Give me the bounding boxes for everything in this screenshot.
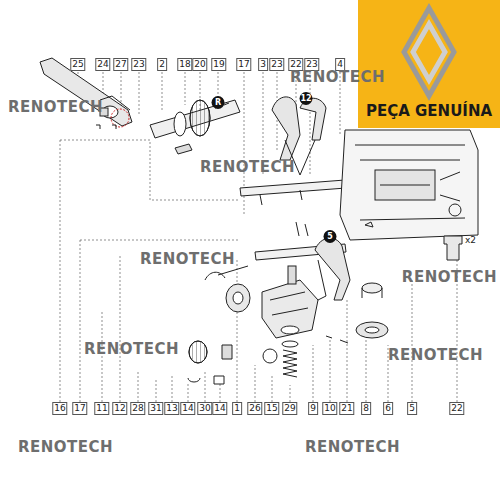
watermark: RENOTECH (140, 252, 235, 267)
callout-number: 21 (339, 402, 354, 415)
callout-number: 11 (94, 402, 109, 415)
callout-number: 23 (269, 58, 284, 71)
callout-badge: R (212, 96, 225, 109)
callout-number: 13 (164, 402, 179, 415)
brand-badge: PEÇA GENUÍNA (358, 0, 500, 128)
callout-number: 15 (264, 402, 279, 415)
watermark: RENOTECH (402, 270, 497, 285)
watermark: RENOTECH (18, 440, 113, 455)
watermark: RENOTECH (84, 342, 179, 357)
watermark: RENOTECH (305, 440, 400, 455)
callout-number: 20 (192, 58, 207, 71)
callout-number: 16 (52, 402, 67, 415)
watermark: RENOTECH (200, 160, 295, 175)
callout-number: 17 (72, 402, 87, 415)
callout-number: 3 (258, 58, 268, 71)
callout-number: 6 (383, 402, 393, 415)
callout-number: 31 (148, 402, 163, 415)
callout-number: 29 (282, 402, 297, 415)
badge-text: PEÇA GENUÍNA (358, 102, 500, 120)
callout-number: 8 (361, 402, 371, 415)
callout-number: 19 (211, 58, 226, 71)
callout-number: 17 (236, 58, 251, 71)
quantity-note: x2 (465, 236, 476, 245)
callout-badge: 5 (324, 230, 337, 243)
callout-number: 23 (131, 58, 146, 71)
watermark: RENOTECH (388, 348, 483, 363)
callout-number: 27 (113, 58, 128, 71)
callout-number: 14 (212, 402, 227, 415)
callout-number: 25 (70, 58, 85, 71)
callout-number: 12 (112, 402, 127, 415)
callout-number: 18 (177, 58, 192, 71)
callout-number: 2 (157, 58, 167, 71)
callout-number: 14 (180, 402, 195, 415)
callout-number: 9 (308, 402, 318, 415)
watermark: RENOTECH (290, 70, 385, 85)
callout-badge: 12 (300, 92, 313, 105)
callout-number: 24 (95, 58, 110, 71)
callout-number: 28 (130, 402, 145, 415)
callout-number: 5 (407, 402, 417, 415)
watermark: RENOTECH (8, 100, 103, 115)
callout-number: 22 (449, 402, 464, 415)
callout-number: 26 (247, 402, 262, 415)
callout-number: 10 (322, 402, 337, 415)
callout-number: 30 (197, 402, 212, 415)
callout-number: 1 (232, 402, 242, 415)
